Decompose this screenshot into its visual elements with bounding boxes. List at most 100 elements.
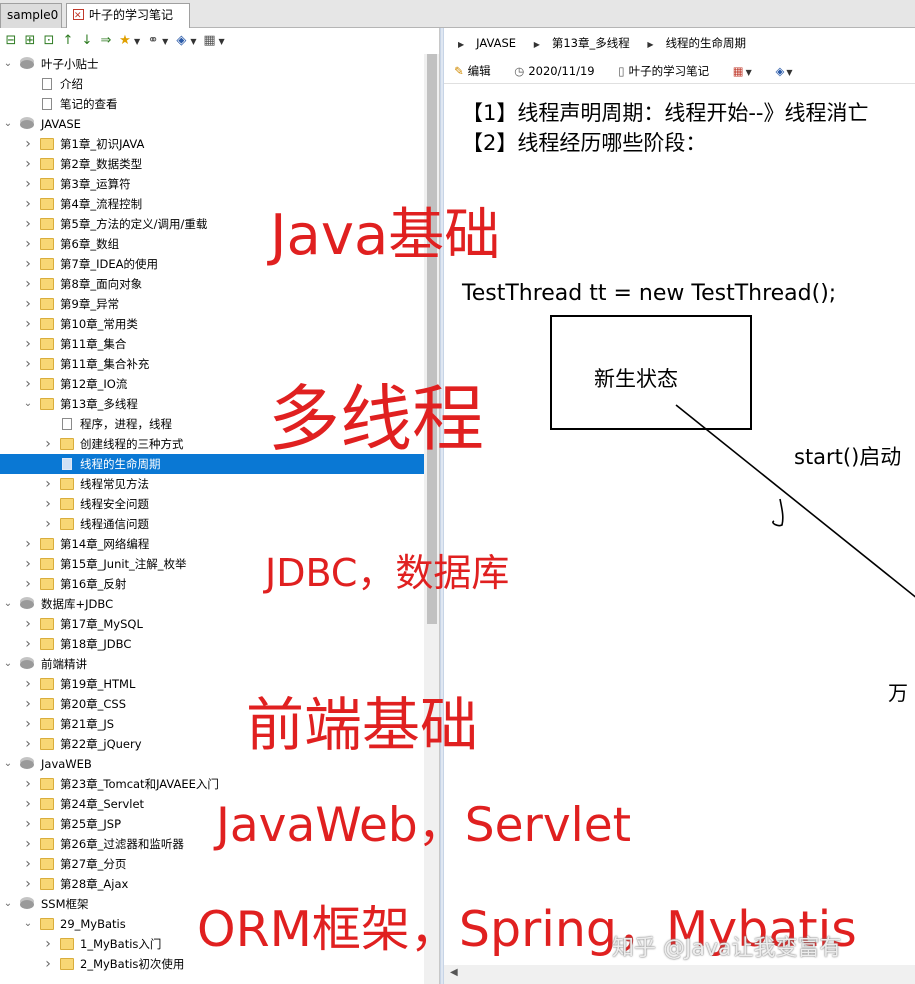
notebook-field[interactable]: ▯叶子的学习笔记 (618, 64, 719, 78)
tree-note[interactable]: 线程的生命周期 (0, 454, 424, 474)
chevron-right-icon[interactable]: › (25, 816, 31, 832)
chevron-right-icon[interactable]: › (25, 336, 31, 352)
note-content[interactable]: 【1】线程声明周期：线程开始--》线程消亡 【2】线程经历哪些阶段： TestT… (444, 85, 915, 965)
note-hscrollbar[interactable]: ◀ (444, 965, 915, 984)
tree-folder[interactable]: ›第14章_网络编程 (0, 534, 424, 554)
arrow-right-icon[interactable]: ⇒ (100, 33, 112, 48)
tag-icon[interactable]: ◈ (176, 33, 187, 48)
chevron-down-icon[interactable]: ▼ (162, 36, 169, 46)
layout-icon[interactable]: ▦ (203, 33, 216, 48)
tree-folder[interactable]: ›第22章_jQuery (0, 734, 424, 754)
chevron-right-icon[interactable]: › (25, 796, 31, 812)
chevron-down-icon[interactable]: ▼ (218, 36, 225, 46)
chevron-right-icon[interactable]: › (25, 836, 31, 852)
date-field[interactable]: ◷2020/11/19 (514, 64, 604, 78)
chevron-right-icon[interactable]: › (45, 956, 51, 972)
chevron-right-icon[interactable]: › (25, 236, 31, 252)
tree-folder[interactable]: ›第5章_方法的定义/调用/重载 (0, 214, 424, 234)
tree-folder[interactable]: ›第21章_JS (0, 714, 424, 734)
chevron-down-icon[interactable]: ⌄ (3, 58, 13, 69)
tree-folder[interactable]: ›2_MyBatis初次使用 (0, 954, 424, 974)
tree-notebook[interactable]: ⌄前端精讲 (0, 654, 424, 674)
arrow-down-icon[interactable]: ↓ (81, 33, 93, 48)
chevron-right-icon[interactable]: › (25, 616, 31, 632)
chevron-right-icon[interactable]: › (25, 376, 31, 392)
chevron-right-icon[interactable]: › (25, 636, 31, 652)
chevron-down-icon[interactable]: ▼ (134, 36, 141, 46)
tree-move-icon[interactable]: ⊡ (43, 33, 55, 48)
chevron-right-icon[interactable]: › (25, 536, 31, 552)
breadcrumb-item[interactable]: JAVASE (476, 36, 517, 50)
edit-button[interactable]: ✎编辑 (454, 64, 501, 78)
breadcrumb-item[interactable]: 线程的生命周期 (665, 36, 747, 50)
tree-folder[interactable]: ›第28章_Ajax (0, 874, 424, 894)
tree-folder[interactable]: ›创建线程的三种方式 (0, 434, 424, 454)
tree-scrollbar[interactable] (424, 54, 439, 984)
star-icon[interactable]: ★ (119, 33, 131, 48)
chevron-right-icon[interactable]: › (45, 476, 51, 492)
chevron-right-icon[interactable]: › (25, 676, 31, 692)
tree-folder[interactable]: ›第26章_过滤器和监听器 (0, 834, 424, 854)
chevron-right-icon[interactable]: › (25, 556, 31, 572)
tree-folder[interactable]: ›第11章_集合补充 (0, 354, 424, 374)
tree-notebook[interactable]: ⌄SSM框架 (0, 894, 424, 914)
tree-folder[interactable]: ›第12章_IO流 (0, 374, 424, 394)
tree-add-icon[interactable]: ⊞ (24, 33, 36, 48)
chevron-right-icon[interactable]: › (25, 736, 31, 752)
chevron-right-icon[interactable]: › (25, 696, 31, 712)
tree-folder[interactable]: ›第6章_数组 (0, 234, 424, 254)
tree-folder[interactable]: ›第7章_IDEA的使用 (0, 254, 424, 274)
breadcrumb-item[interactable]: 第13章_多线程 (551, 36, 630, 50)
chevron-right-icon[interactable]: › (45, 436, 51, 452)
chevron-right-icon[interactable]: › (25, 176, 31, 192)
tree-folder[interactable]: ›第17章_MySQL (0, 614, 424, 634)
chevron-right-icon[interactable]: › (25, 716, 31, 732)
pane-splitter[interactable] (440, 28, 444, 984)
tree-folder[interactable]: ⌄29_MyBatis (0, 914, 424, 934)
tree-folder[interactable]: ›第3章_运算符 (0, 174, 424, 194)
chevron-down-icon[interactable]: ⌄ (3, 658, 13, 669)
tree-folder[interactable]: ⌄第13章_多线程 (0, 394, 424, 414)
chevron-right-icon[interactable]: › (25, 316, 31, 332)
chevron-down-icon[interactable]: ⌄ (23, 398, 33, 409)
chevron-down-icon[interactable]: ▼ (190, 36, 197, 46)
chevron-right-icon[interactable]: › (25, 196, 31, 212)
chevron-right-icon[interactable]: › (45, 496, 51, 512)
scroll-left-icon[interactable]: ◀ (450, 967, 458, 978)
tree-note[interactable]: 介绍 (0, 74, 424, 94)
tree-note[interactable]: 程序，进程，线程 (0, 414, 424, 434)
arrow-up-icon[interactable]: ↑ (62, 33, 74, 48)
tree-folder[interactable]: ›第15章_Junit_注解_枚举 (0, 554, 424, 574)
tree-folder[interactable]: ›线程通信问题 (0, 514, 424, 534)
chevron-right-icon[interactable]: › (45, 516, 51, 532)
tab-sample0[interactable]: sample0 (0, 3, 62, 28)
tree-folder[interactable]: ›线程常见方法 (0, 474, 424, 494)
tree-notebook[interactable]: ⌄叶子小贴士 (0, 54, 424, 74)
chevron-down-icon[interactable]: ⌄ (3, 758, 13, 769)
chevron-right-icon[interactable]: › (25, 136, 31, 152)
chevron-right-icon[interactable]: › (25, 276, 31, 292)
chevron-right-icon[interactable]: › (25, 296, 31, 312)
chevron-down-icon[interactable]: ⌄ (3, 118, 13, 129)
tag-button[interactable]: ◈▼ (775, 64, 802, 78)
tree-folder[interactable]: ›线程安全问题 (0, 494, 424, 514)
tree-folder[interactable]: ›1_MyBatis入门 (0, 934, 424, 954)
chevron-down-icon[interactable]: ⌄ (23, 918, 33, 929)
tree-folder[interactable]: ›第4章_流程控制 (0, 194, 424, 214)
tree-folder[interactable]: ›第23章_Tomcat和JAVAEE入门 (0, 774, 424, 794)
chevron-right-icon[interactable]: › (25, 856, 31, 872)
tree-folder[interactable]: ›第25章_JSP (0, 814, 424, 834)
tree-folder[interactable]: ›第1章_初识JAVA (0, 134, 424, 154)
chevron-right-icon[interactable]: › (25, 776, 31, 792)
link-icon[interactable]: ⚭ (147, 33, 159, 48)
chevron-right-icon[interactable]: › (45, 936, 51, 952)
tree-folder[interactable]: ›第24章_Servlet (0, 794, 424, 814)
chevron-right-icon[interactable]: › (25, 876, 31, 892)
tree-note[interactable]: 笔记的查看 (0, 94, 424, 114)
chevron-right-icon[interactable]: › (25, 156, 31, 172)
tree-folder[interactable]: ›第19章_HTML (0, 674, 424, 694)
tree-folder[interactable]: ›第20章_CSS (0, 694, 424, 714)
tab-notes[interactable]: 叶子的学习笔记 (66, 3, 190, 29)
tree-folder[interactable]: ›第10章_常用类 (0, 314, 424, 334)
chevron-down-icon[interactable]: ⌄ (3, 598, 13, 609)
